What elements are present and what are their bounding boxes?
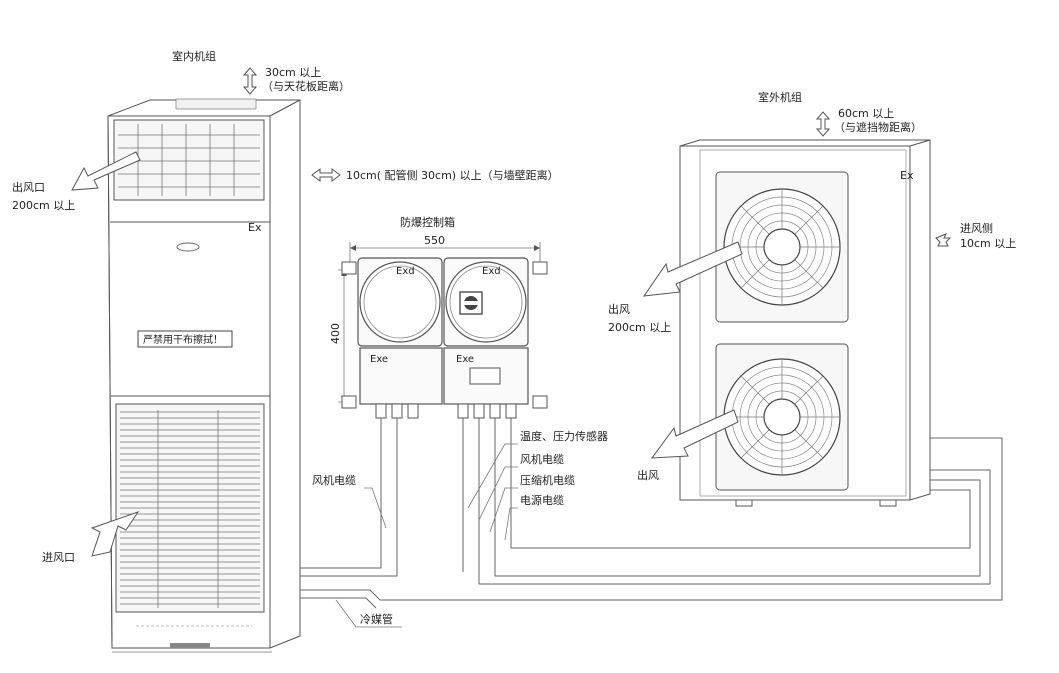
outdoor-outlet-bottom-label: 出风 <box>637 468 659 482</box>
indoor-intake-grille-lines <box>120 410 260 608</box>
outdoor-outlet-bottom-arrow-icon <box>650 409 739 459</box>
outdoor-top-clearance-arrow-icon <box>815 111 831 137</box>
indoor-top-clearance-value: 30cm 以上 <box>265 66 321 79</box>
compressor-cable-label: 压缩机电缆 <box>520 473 575 487</box>
outdoor-unit-title: 室外机组 <box>758 90 802 104</box>
indoor-side-clearance: 10cm( 配管侧 30cm) 以上（与墙壁距离） <box>346 168 559 182</box>
exe-right-label: Exe <box>456 354 474 365</box>
indoor-top-clearance-note: （与天花板距离） <box>262 79 350 93</box>
indoor-inlet-arrow-icon <box>90 511 140 557</box>
power-cable-label: 电源电缆 <box>520 493 564 507</box>
control-box: 防爆控制箱 550 400 Exd Exd <box>329 215 548 419</box>
indoor-top-panel <box>175 98 257 110</box>
outdoor-outlet-top-label: 出风 <box>608 302 630 316</box>
indoor-ex-mark: Ex <box>248 221 262 234</box>
exe-right-window <box>469 367 501 385</box>
indoor-outlet-arrow-icon <box>71 151 141 191</box>
indoor-logo-icon <box>176 242 200 252</box>
outdoor-inlet-side-label: 进风侧 <box>960 222 993 235</box>
sensor-cable-label: 温度、压力传感器 <box>520 429 608 443</box>
outdoor-outlet-top-arrow-icon <box>642 241 743 297</box>
outdoor-ex-mark: Ex <box>900 169 914 182</box>
selector-switch-icon <box>459 291 483 315</box>
indoor-unit-title: 室内机组 <box>172 49 216 63</box>
indoor-inlet-label: 进风口 <box>42 551 75 564</box>
control-box-width-dim: 550 <box>424 234 445 247</box>
cable-routing <box>300 418 1003 609</box>
exd-left-label: Exd <box>396 266 415 277</box>
exe-left-enclosure <box>359 347 443 405</box>
indoor-outlet-label: 出风口 <box>12 180 45 194</box>
outdoor-inlet-side-arrow-icon <box>935 233 952 247</box>
indoor-warning-label <box>137 330 233 348</box>
fan-cable-left-label: 风机电缆 <box>312 473 356 487</box>
outdoor-cabinet-outline <box>679 139 931 501</box>
cable-glands <box>375 403 517 419</box>
indoor-warning-text: 严禁用干布擦拭！ <box>143 333 223 346</box>
outdoor-fan-bottom-icon <box>723 358 841 476</box>
indoor-top-clearance-arrow-icon <box>242 67 258 95</box>
exd-right-label: Exd <box>482 266 501 277</box>
refrigerant-pipe-label: 冷媒管 <box>360 612 393 626</box>
outdoor-unit: 室外机组 60cm 以上 （与遮挡物距离） Ex <box>608 90 1016 507</box>
outdoor-top-clearance-value: 60cm 以上 <box>838 107 894 120</box>
indoor-unit: 室内机组 30cm 以上 （与天花板距离） Ex <box>12 49 559 653</box>
indoor-base <box>170 643 210 648</box>
control-box-title: 防爆控制箱 <box>400 215 455 229</box>
indoor-outlet-clearance: 200cm 以上 <box>12 199 75 212</box>
fan-cable-right-label: 风机电缆 <box>520 452 564 466</box>
indoor-side-clearance-arrow-icon <box>311 168 341 182</box>
indoor-top-grille-lines <box>118 124 260 196</box>
exe-left-label: Exe <box>370 354 388 365</box>
control-box-height-dim: 400 <box>329 323 342 344</box>
outdoor-fan-top-icon <box>723 188 841 306</box>
outdoor-top-clearance-note: （与遮挡物距离） <box>834 120 922 134</box>
outdoor-inlet-side-clearance: 10cm 以上 <box>960 237 1016 250</box>
outdoor-outlet-top-clearance: 200cm 以上 <box>608 321 671 334</box>
